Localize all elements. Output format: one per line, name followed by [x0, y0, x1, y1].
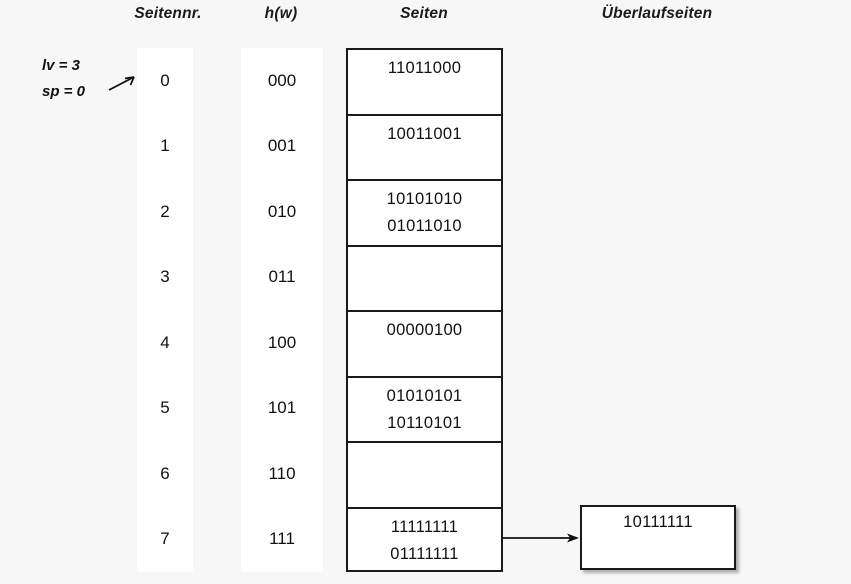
page-number-cell: 5	[160, 398, 170, 418]
hash-value-column: 000 001 010 011 100 101 110 111	[241, 48, 323, 572]
pages-column: 11011000 10011001 10101010 01011010 00000100…	[346, 48, 503, 572]
page-bucket: 11111111 01111111	[348, 509, 501, 575]
page-bucket: 10101010 01011010	[348, 181, 501, 247]
page-record: 01111111	[390, 544, 459, 563]
page-number-column: 0 1 2 3 4 5 6 7	[137, 48, 193, 572]
hash-value-cell: 111	[269, 529, 295, 549]
parameter-annotation: lv = 3 sp = 0	[42, 53, 85, 105]
hash-value-cell: 100	[267, 332, 297, 352]
hash-value-cell: 011	[268, 267, 296, 287]
hash-value-cell: 101	[267, 398, 297, 418]
page-bucket: 10011001	[348, 116, 501, 181]
page-record: 10101010	[386, 190, 463, 208]
column-header-page-number: Seitennr.	[134, 5, 202, 22]
page-number-cell: 6	[160, 463, 170, 483]
page-bucket: 01010101 10110101	[348, 378, 501, 443]
overflow-record: 10111111	[623, 513, 693, 531]
page-number-cell: 4	[160, 332, 170, 352]
sp-parameter: sp = 0	[42, 83, 85, 100]
hash-value-cell: 000	[267, 70, 297, 90]
hash-value-cell: 010	[267, 201, 297, 221]
page-record: 11111111	[390, 517, 459, 536]
overflow-connector-arrow-icon	[502, 533, 579, 543]
page-number-cell: 7	[160, 529, 170, 549]
page-record: 10110101	[387, 413, 462, 432]
page-number-cell: 1	[160, 136, 170, 156]
page-record: 01011010	[387, 217, 462, 235]
page-bucket	[348, 247, 501, 312]
page-bucket: 11011000	[348, 50, 501, 116]
split-pointer-arrow-icon	[108, 76, 135, 91]
lv-parameter: lv = 3	[42, 57, 80, 74]
page-record: 01010101	[386, 386, 463, 405]
column-header-overflow-pages: Überlaufseiten	[601, 5, 713, 22]
page-number-cell: 3	[160, 267, 170, 287]
page-bucket: 00000100	[348, 312, 501, 378]
hash-value-cell: 110	[268, 463, 296, 483]
column-header-pages: Seiten	[400, 5, 448, 22]
page-bucket	[348, 443, 501, 509]
page-record: 10011001	[387, 124, 462, 143]
column-header-hash-function: h(w)	[264, 5, 298, 22]
overflow-page-box: 10111111	[580, 505, 736, 570]
page-number-cell: 0	[160, 70, 170, 90]
page-number-cell: 2	[160, 201, 170, 221]
page-record: 00000100	[386, 321, 463, 339]
page-record: 11011000	[387, 59, 462, 77]
hash-value-cell: 001	[267, 136, 297, 156]
